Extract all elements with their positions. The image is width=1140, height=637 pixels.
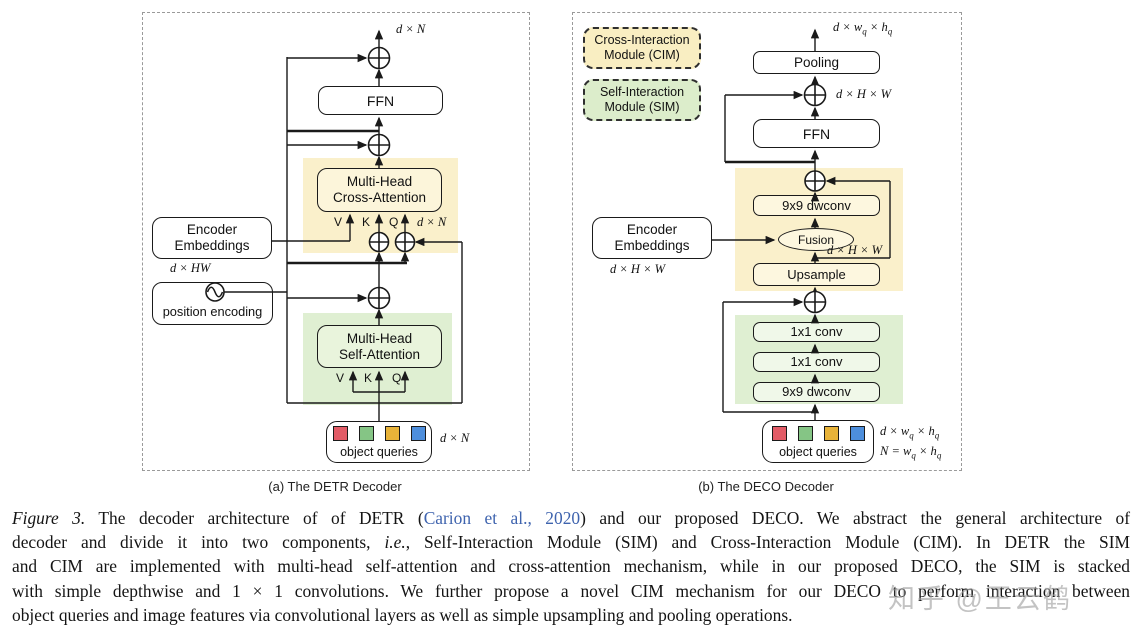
- dwconv-cim-block: 9x9 dwconv: [753, 195, 880, 216]
- panel-a-frame: [142, 12, 530, 471]
- fusion-block: Fusion: [778, 228, 854, 251]
- conv2-block: 1x1 conv: [753, 352, 880, 372]
- query-squares-b: [771, 425, 865, 441]
- k-label-ca: K: [362, 215, 371, 229]
- object-queries-block-a: object queries: [326, 421, 432, 463]
- conv1-block: 1x1 conv: [753, 322, 880, 342]
- object-queries-label-a: object queries: [340, 445, 418, 459]
- query-squares-a: [332, 426, 426, 441]
- v-label-sa: V: [336, 371, 345, 385]
- dim-label-ffn-b: d × H × W: [836, 87, 892, 101]
- query-square-yellow: [823, 425, 839, 441]
- dim-label-queries-b1: d × wq × hq: [880, 424, 940, 441]
- dim-label-queries-b2: N = wq × hq: [880, 444, 942, 461]
- upsample-block: Upsample: [753, 263, 880, 286]
- panel-a-caption: (a) The DETR Decoder: [268, 479, 402, 494]
- q-label-ca: Q: [389, 215, 399, 229]
- dwconv-sim-block: 9x9 dwconv: [753, 382, 880, 402]
- panel-b-caption: (b) The DECO Decoder: [698, 479, 834, 494]
- q-label-sa: Q: [392, 371, 402, 385]
- dim-label-ca: d × N: [417, 215, 447, 229]
- dim-label-encoder-b: d × H × W: [610, 262, 666, 276]
- k-label-sa: K: [364, 371, 373, 385]
- dim-label-fusion: d × H × W: [827, 243, 883, 257]
- caption-line-4: with simple depthwise and 1 × 1 convolut…: [12, 580, 1130, 601]
- caption-line-1: Figure 3. The decoder architecture of of…: [12, 508, 1131, 528]
- query-square-red: [771, 425, 787, 441]
- query-square-blue: [410, 426, 426, 441]
- dim-label-queries-a: d × N: [440, 431, 470, 445]
- ffn-block-a: FFN: [318, 86, 443, 115]
- position-encoding-block: position encoding: [152, 282, 273, 325]
- object-queries-block-b: object queries: [762, 420, 874, 463]
- panel-b-frame: [572, 12, 962, 471]
- query-square-red: [332, 426, 348, 441]
- v-label-ca: V: [334, 215, 343, 229]
- ffn-block-b: FFN: [753, 119, 880, 148]
- query-square-blue: [849, 425, 865, 441]
- dim-label-encoder-a: d × HW: [170, 261, 211, 275]
- query-square-yellow: [384, 426, 400, 441]
- pooling-block: Pooling: [753, 51, 880, 74]
- object-queries-label-b: object queries: [779, 444, 857, 459]
- figure-caption: Figure 3. The decoder architecture of of…: [12, 506, 1130, 627]
- caption-line-2: decoder and divide it into two component…: [12, 532, 1130, 553]
- caption-line-3: and CIM are implemented with multi-head …: [12, 556, 1130, 577]
- dim-label-output-b: d × wq × hq: [833, 20, 893, 37]
- dim-label-output-a: d × N: [396, 22, 426, 36]
- caption-line-5: object queries and image features via co…: [12, 604, 793, 625]
- query-square-green: [797, 425, 813, 441]
- query-square-green: [358, 426, 374, 441]
- watermark: 知乎 @王云鹤: [888, 584, 1072, 614]
- citation-link[interactable]: Carion et al., 2020: [423, 508, 581, 528]
